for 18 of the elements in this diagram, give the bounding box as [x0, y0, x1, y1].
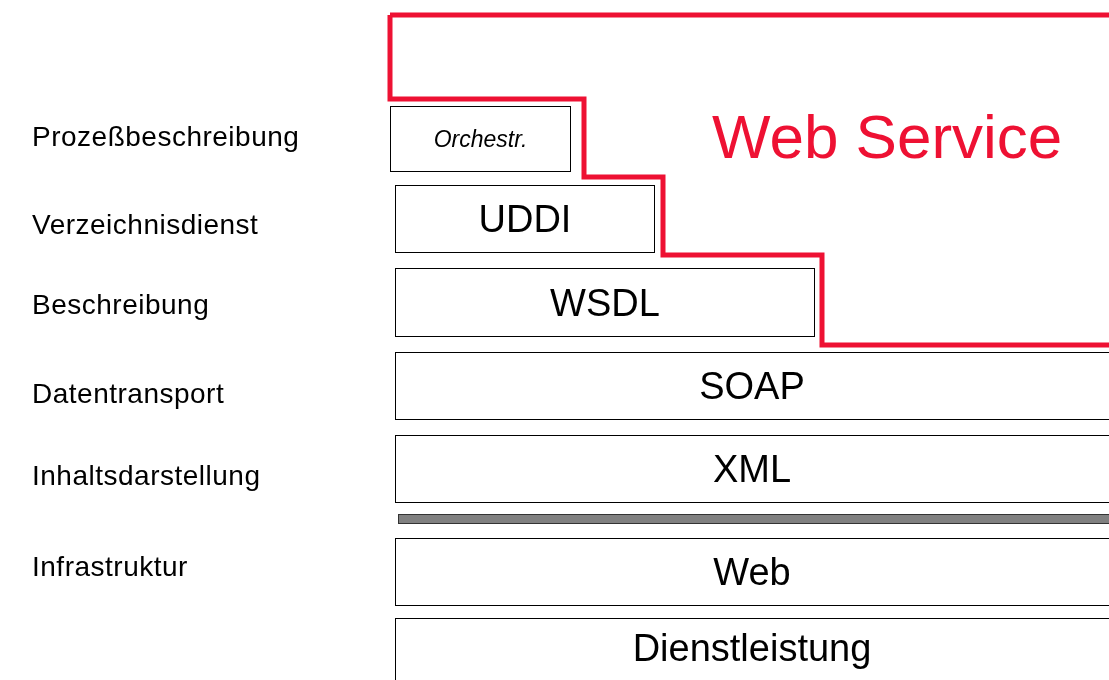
layer-name: UDDI: [478, 200, 572, 238]
layer-label: Datentransport: [32, 380, 225, 408]
layer-box: [395, 618, 1109, 680]
layer-box: [395, 435, 1109, 503]
layer-label: Infrastruktur: [32, 553, 188, 581]
layer-name: Web: [713, 553, 791, 591]
layer-name: XML: [712, 450, 792, 488]
layer-label: Beschreibung: [32, 291, 210, 319]
layer-label: Verzeichnisdienst: [32, 211, 259, 239]
layer-box: [395, 538, 1109, 606]
layer-label: Inhaltsdarstellung: [32, 462, 261, 490]
layer-name: WSDL: [550, 283, 660, 322]
layer-name: SOAP: [699, 367, 805, 405]
layer-name: Dienstleistung: [632, 629, 872, 667]
layer-label: Prozeßbeschreibung: [32, 123, 300, 151]
region-title: Web Service: [712, 106, 1063, 168]
layer-box: [395, 352, 1109, 420]
layer-name: Orchestr.: [433, 127, 528, 151]
